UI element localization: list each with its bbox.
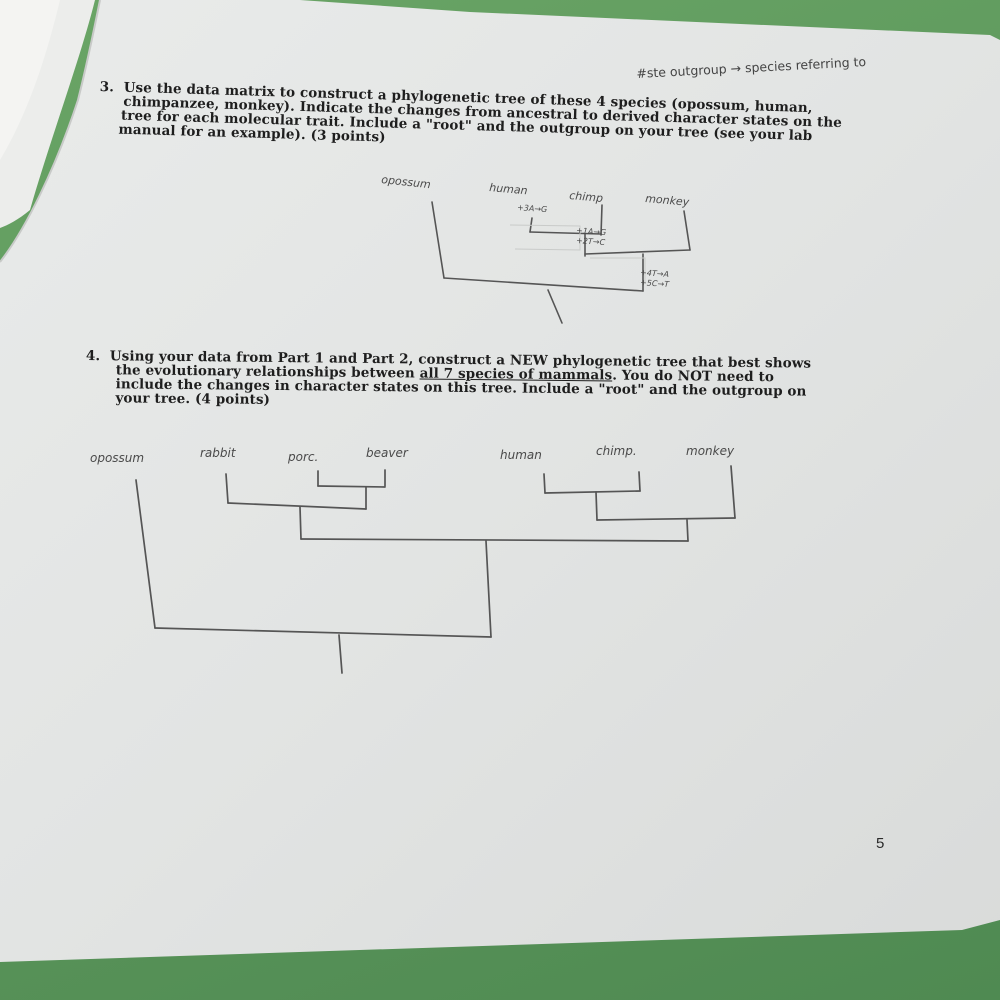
- q3-label-opossum: opossum: [381, 173, 432, 191]
- q4-label-chimp: chimp.: [596, 444, 637, 458]
- q4-branch-hc-stem: [595, 491, 598, 521]
- q4-branch-glires-stem: [299, 506, 302, 540]
- q4-branch-root: [338, 634, 343, 674]
- q3-change-mark-3: +2T→C: [576, 236, 606, 247]
- q4-branch-primate-bar: [596, 517, 736, 521]
- q4-branch-placental-bar: [300, 538, 689, 542]
- q3-label-human: human: [489, 181, 528, 197]
- q4-branch-chimp: [638, 471, 641, 492]
- page-number: 5: [876, 835, 885, 852]
- q4-branch-porc-beaver-bar: [317, 485, 386, 488]
- q4-branch-glires-bar: [227, 502, 367, 510]
- q4-branch-root-bar: [154, 627, 492, 638]
- q4-branch-human-chimp-bar: [544, 490, 641, 494]
- q3-branch-primate-bar: [584, 249, 691, 255]
- q4-branch-human: [543, 473, 546, 494]
- q3-branch-chimp: [600, 204, 603, 236]
- q3-change-mark-1: +3A→G: [517, 203, 548, 214]
- q3-branch-opossum: [431, 201, 445, 279]
- q4-branch-opossum: [135, 479, 156, 629]
- q4-label-rabbit: rabbit: [200, 446, 237, 460]
- q3-label-chimp: chimp: [569, 189, 604, 205]
- q3-change-mark-2: +1A→G: [576, 226, 607, 237]
- q4-branch-rabbit: [225, 473, 229, 504]
- q3-branch-human-chimp-bar: [529, 231, 602, 235]
- q3-branch-monkey: [683, 210, 691, 251]
- q3-change-mark-4: +4T→A: [640, 268, 669, 279]
- q3-label-monkey: monkey: [645, 192, 691, 209]
- q3-change-mark-5: +5C→T: [640, 278, 671, 289]
- q4-label-beaver: beaver: [366, 446, 409, 460]
- q3-branch-root-bar: [443, 277, 644, 292]
- q4-label-human: human: [500, 448, 542, 462]
- q4-label-porc: porc.: [287, 450, 318, 464]
- q3-branch-root: [547, 289, 563, 324]
- q4-label-opossum: opossum: [90, 451, 144, 465]
- q4-branch-primate-stem: [686, 519, 689, 542]
- q4-label-monkey: monkey: [686, 444, 735, 458]
- q4-branch-monkey: [730, 465, 736, 519]
- q4-branch-placental-stem: [485, 540, 492, 638]
